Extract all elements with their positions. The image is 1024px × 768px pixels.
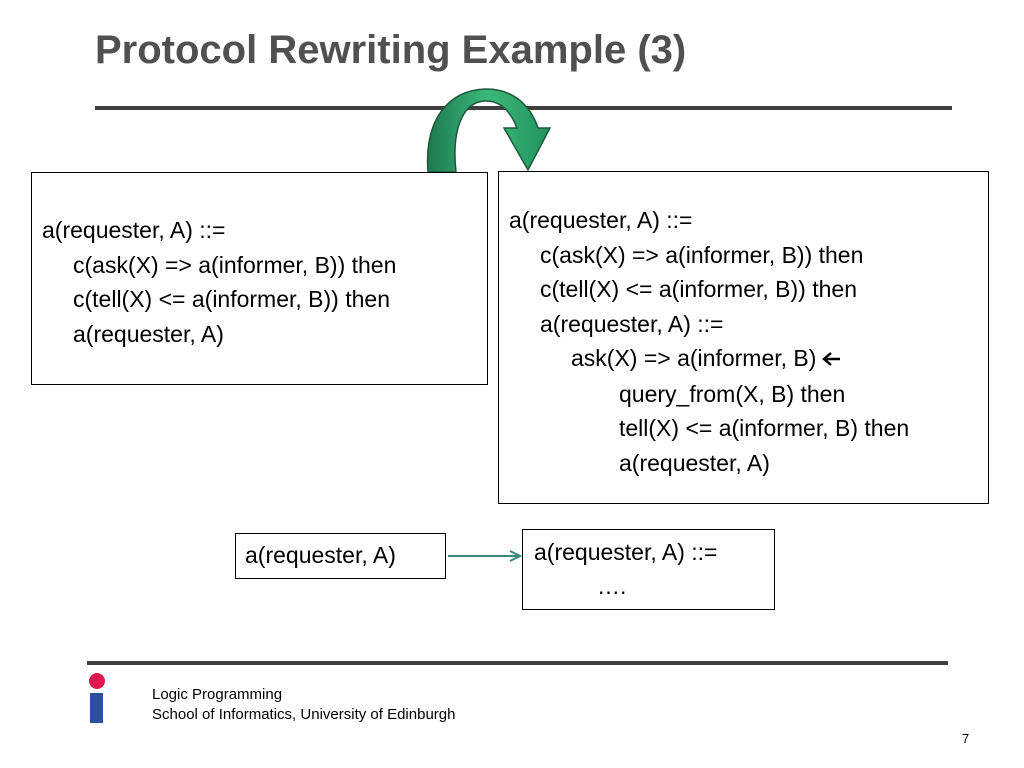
institution-name: School of Informatics, University of Edi… (152, 706, 456, 723)
bottom-divider (87, 661, 948, 665)
code-line: ask(X) => a(informer, B) (509, 341, 988, 377)
course-name: Logic Programming (152, 686, 283, 703)
code-line: c(ask(X) => a(informer, B)) then (73, 251, 397, 278)
small-definition-box: a(requester, A) ::= …. (522, 529, 775, 610)
code-line: a(requester, A) ::= (534, 539, 718, 565)
code-line: query_from(X, B) then (619, 380, 846, 407)
code-line: a(requester, A) (619, 449, 770, 476)
right-arrow-icon (448, 550, 523, 562)
small-agent-box: a(requester, A) (235, 533, 446, 579)
original-protocol-box: a(requester, A) ::= c(ask(X) => a(inform… (31, 172, 488, 385)
code-line: a(requester, A) ::= (509, 207, 693, 233)
code-line: …. (597, 573, 627, 599)
code-line: a(requester, A) (73, 320, 224, 347)
footer-text: Logic Programming School of Informatics,… (152, 685, 455, 725)
code-line: c(tell(X) <= a(informer, B)) then (540, 276, 857, 302)
code-line: c(ask(X) => a(informer, B)) then (540, 241, 864, 268)
slide-title: Protocol Rewriting Example (3) (95, 28, 687, 72)
rewritten-protocol-box: a(requester, A) ::= c(ask(X) => a(inform… (498, 171, 989, 504)
code-line: tell(X) <= a(informer, B) then (619, 415, 910, 441)
left-arrow-icon (822, 342, 842, 377)
code-line: c(tell(X) <= a(informer, B)) then (73, 286, 390, 312)
code-line: a(requester, A) ::= (540, 310, 724, 337)
page-number: 7 (962, 731, 970, 746)
code-line: a(requester, A) ::= (42, 217, 226, 243)
informatics-logo (87, 673, 107, 723)
code-line-text: ask(X) => a(informer, B) (571, 345, 817, 371)
small-agent-text: a(requester, A) (245, 542, 396, 568)
